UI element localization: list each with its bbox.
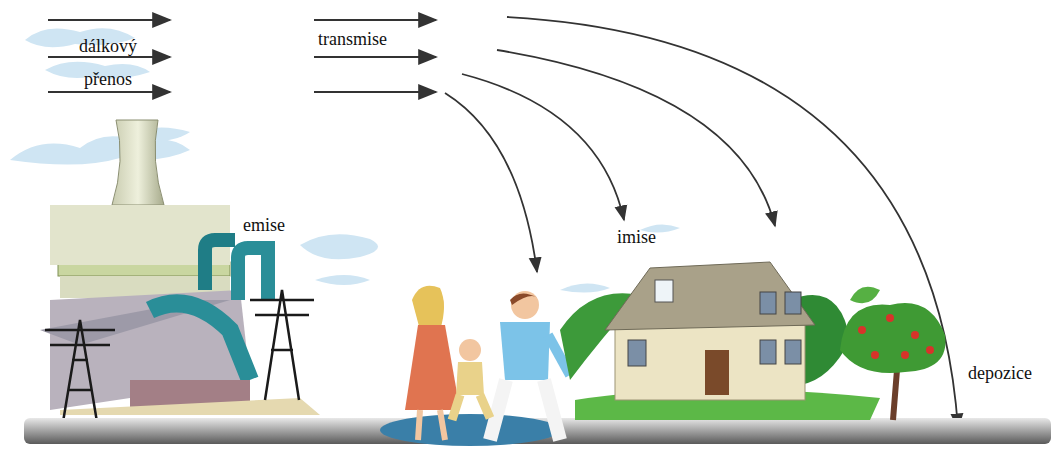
deposition-label: depozice	[968, 362, 1032, 384]
emission-label: emise	[243, 214, 285, 236]
family	[380, 286, 570, 446]
transmission-label: transmise	[318, 28, 387, 50]
transport-label: dálkový přenos	[60, 30, 156, 96]
power-plant	[40, 120, 320, 415]
deposition-curves	[445, 17, 958, 428]
imission-label: imise	[617, 226, 656, 248]
pylons	[45, 290, 314, 440]
apple-tree	[840, 287, 946, 420]
house	[560, 262, 880, 420]
